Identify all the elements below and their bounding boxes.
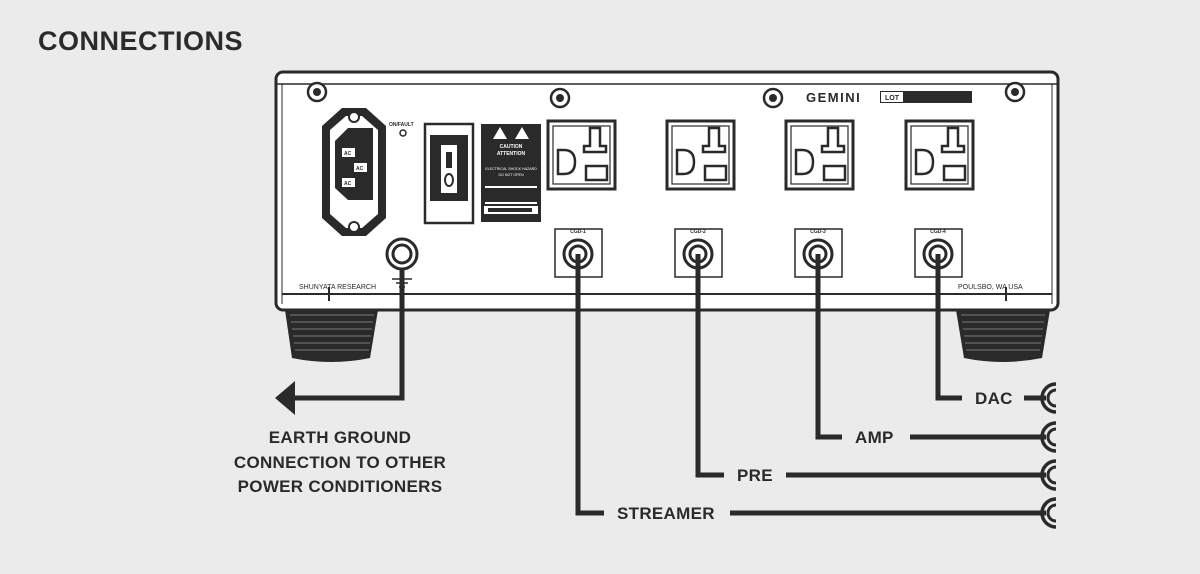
brand-logo: GEMINI	[806, 90, 861, 105]
plug-icon	[1040, 382, 1057, 414]
destination-label: AMP	[855, 428, 894, 447]
warning-attention: ATTENTION	[497, 151, 526, 157]
ground-post-icon	[385, 237, 419, 271]
ground-wire	[935, 254, 962, 401]
caption-line: CONNECTION TO OTHER	[233, 452, 447, 472]
ground-port-label: CGD-1	[570, 229, 586, 235]
ground-wire	[575, 254, 604, 516]
screw-icon	[306, 81, 328, 103]
caption-line: EARTH GROUND	[268, 428, 412, 447]
plug-icon	[1040, 497, 1057, 529]
warning-line: ELECTRICAL SHOCK HAZARD	[485, 167, 537, 171]
ac-outlet	[784, 119, 855, 191]
caption-line: POWER CONDITIONERS	[237, 477, 443, 496]
inlet-pin-label: AC	[344, 151, 352, 157]
warning-label: CAUTION ATTENTION ELECTRICAL SHOCK HAZAR…	[481, 124, 541, 222]
inlet-pin-label: AC	[344, 181, 352, 187]
inlet-pin-label: AC	[356, 166, 364, 172]
maker-right-text: POULSBO, WA USA	[958, 284, 1023, 291]
ground-wire	[695, 254, 724, 478]
switch-label: ON/FAULT	[389, 122, 414, 128]
earth-ground-caption: EARTH GROUND CONNECTION TO OTHER POWER C…	[215, 426, 465, 500]
ac-outlet	[546, 119, 617, 191]
left-foot	[285, 310, 378, 362]
destination-label: DAC	[975, 389, 1013, 408]
arrow-left-icon	[275, 381, 295, 415]
ground-wire	[815, 254, 842, 440]
lot-label: LOT	[885, 95, 900, 102]
iec-inlet-icon: AC AC AC	[322, 108, 386, 236]
screw-icon	[1004, 81, 1026, 103]
page-title: CONNECTIONS	[38, 26, 244, 56]
screw-icon	[762, 87, 784, 109]
right-foot	[956, 310, 1050, 362]
destination-label: STREAMER	[617, 504, 715, 523]
destination-label: PRE	[737, 466, 773, 485]
plug-icon	[1040, 421, 1057, 453]
ground-port-label: CGD-4	[930, 229, 946, 235]
ground-port-label: CGD-2	[690, 229, 706, 235]
earth-ground-wire	[292, 254, 405, 401]
ac-outlet	[904, 119, 975, 191]
warning-line: DO NOT OPEN	[498, 173, 523, 177]
ground-port-label: CGD-3	[810, 229, 826, 235]
screw-icon	[549, 87, 571, 109]
warning-caution: CAUTION	[500, 144, 523, 150]
power-switch[interactable]	[423, 122, 475, 225]
ac-outlet	[665, 119, 736, 191]
plug-icon	[1040, 459, 1057, 491]
maker-left-text: SHUNYATA RESEARCH	[299, 284, 376, 291]
